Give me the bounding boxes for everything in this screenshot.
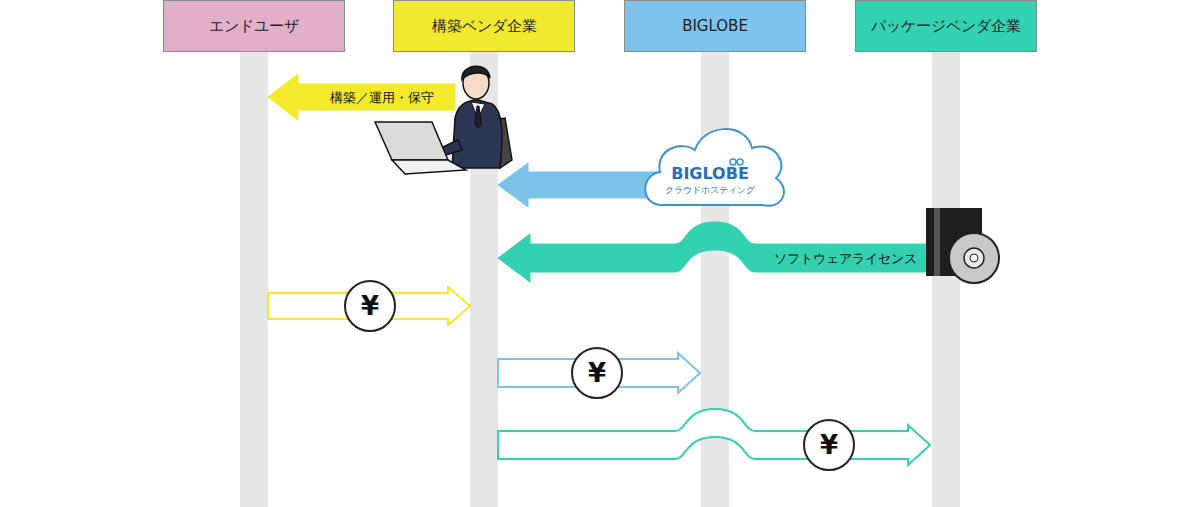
- yen-symbol: ¥: [361, 293, 379, 319]
- yen-marks: [345, 281, 854, 470]
- person-illustration: [375, 66, 512, 174]
- illustrations: [375, 66, 999, 283]
- logo-text: クラウドホスティング: [665, 186, 755, 195]
- flow-arrow: [498, 163, 660, 207]
- participant-name: 構築ベンダ企業: [432, 17, 537, 36]
- participant-name: エンドユーザ: [209, 17, 299, 36]
- hair: [462, 66, 490, 80]
- laptop-keyboard: [392, 160, 466, 174]
- participant-box: BIGLOBE: [624, 0, 806, 52]
- edge-layer: [268, 74, 930, 465]
- logo-text: BIGLOBE: [671, 166, 749, 182]
- package-spine: [934, 208, 940, 276]
- cloud-outline: [645, 129, 784, 206]
- yen-circle: [345, 281, 395, 331]
- yen-symbol: ¥: [820, 432, 838, 458]
- participant-name: パッケージベンダ企業: [871, 17, 1021, 36]
- yen-circle: [804, 420, 854, 470]
- laptop-screen: [375, 122, 448, 160]
- yen-symbol: ¥: [588, 360, 606, 386]
- participant-box: エンドユーザ: [163, 0, 345, 52]
- participant-name: BIGLOBE: [682, 17, 748, 35]
- flow-arrow: [498, 222, 930, 282]
- disc-ring: [964, 248, 984, 268]
- suit: [452, 100, 502, 168]
- disc-hole: [970, 254, 978, 262]
- disc: [949, 233, 999, 283]
- participant-box: パッケージベンダ企業: [855, 0, 1037, 52]
- lifelines: [240, 52, 960, 507]
- logo-dot: [730, 159, 736, 165]
- participant-box: 構築ベンダ企業: [393, 0, 575, 52]
- lifeline: [932, 52, 960, 507]
- tie: [475, 106, 481, 128]
- payment-arrow: [498, 409, 930, 465]
- logo-dot: [737, 159, 743, 165]
- edge-label: 構築／運用・保守: [330, 91, 434, 104]
- edge-label: ソフトウェアライセンス: [774, 252, 917, 265]
- yen-circle: [572, 348, 622, 398]
- cloud-icon: [645, 129, 784, 206]
- lifeline: [240, 52, 268, 507]
- software-package-icon: [926, 208, 999, 283]
- flow-arrow: [268, 74, 455, 120]
